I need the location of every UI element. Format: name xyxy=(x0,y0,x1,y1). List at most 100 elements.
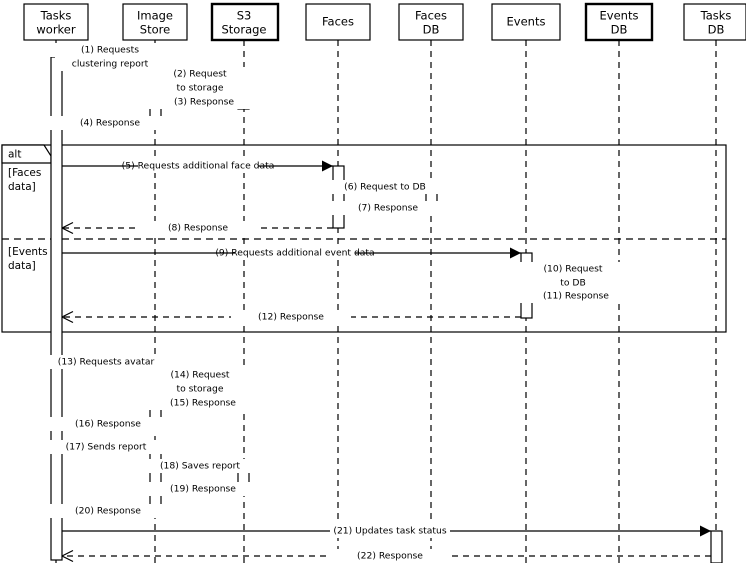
message-label-backdrop xyxy=(330,524,450,538)
arrowhead-open-upper xyxy=(61,549,74,557)
participant-box[interactable] xyxy=(210,2,280,42)
message-label-backdrop xyxy=(46,355,166,369)
participant-label-line1: Events xyxy=(507,15,546,29)
participant-label-line1: Faces xyxy=(415,9,447,23)
message-label-line2: to storage xyxy=(176,384,223,395)
message-label-backdrop xyxy=(328,201,448,215)
message-label-backdrop xyxy=(50,43,170,57)
message-label2-backdrop xyxy=(145,382,255,396)
message-label: (12) Response xyxy=(258,312,324,323)
message-12: (12) Response xyxy=(61,310,521,324)
message-label-backdrop xyxy=(140,67,260,81)
message-label: (21) Updates task status xyxy=(333,526,446,537)
participant-faces[interactable]: Faces xyxy=(305,3,371,41)
message-17: (17) Sends report xyxy=(46,440,166,454)
message-label-backdrop xyxy=(48,504,168,518)
participant-label-line1: S3 xyxy=(237,9,252,23)
participant-label-line2: worker xyxy=(36,23,75,37)
message-label: (19) Response xyxy=(170,484,236,495)
message-2: (2) Request to storage xyxy=(140,67,260,95)
message-label: (2) Request xyxy=(173,69,227,80)
message-label-line2: to storage xyxy=(176,83,223,94)
participant-label-line1: Tasks xyxy=(700,9,732,23)
message-20: (20) Response xyxy=(48,504,168,518)
participant-box[interactable] xyxy=(584,2,654,42)
message-14: (14) Request to storage xyxy=(140,368,260,396)
message-label-backdrop xyxy=(138,159,258,173)
message-18: (18) Saves report xyxy=(140,459,260,473)
message-label: (14) Request xyxy=(170,370,229,381)
arrowhead-open-lower xyxy=(61,227,74,235)
participant-label-line2: Store xyxy=(140,23,170,37)
message-label-backdrop xyxy=(516,289,636,303)
message-label-line2: clustering report xyxy=(72,59,149,70)
message-7: (7) Response xyxy=(328,201,448,215)
message-label: (16) Response xyxy=(75,419,141,430)
message-13: (13) Requests avatar xyxy=(46,355,166,369)
message-21: (21) Updates task status xyxy=(62,524,711,538)
message-label: (17) Sends report xyxy=(66,442,147,453)
message-label2-backdrop xyxy=(518,276,628,290)
message-4: (4) Response xyxy=(50,116,170,130)
arrowhead-filled xyxy=(700,525,711,537)
participant-label-line1: Faces xyxy=(322,15,354,29)
message-8: (8) Response xyxy=(61,221,333,235)
participant-label-line2: Storage xyxy=(222,23,267,37)
arrowhead-open-upper xyxy=(61,221,74,229)
alt-guard-line1: [Faces xyxy=(8,167,41,179)
message-label: (15) Response xyxy=(170,398,236,409)
message-label: (6) Request to DB xyxy=(344,182,426,193)
message-label-backdrop xyxy=(48,417,168,431)
message-6: (6) Request to DB xyxy=(325,180,445,194)
activation-faces-1 xyxy=(332,165,345,229)
activation-tasks-db-1 xyxy=(710,530,723,563)
message-label: (7) Response xyxy=(358,203,418,214)
message-label2-backdrop xyxy=(55,57,165,71)
message-label: (1) Requests xyxy=(81,45,139,56)
participant-box[interactable] xyxy=(398,3,464,41)
message-label-line2: to DB xyxy=(560,278,586,289)
participant-label-line1: Tasks xyxy=(40,9,72,23)
message-label: (22) Response xyxy=(357,551,423,562)
alt-guard-line2: data] xyxy=(8,260,36,272)
message-9: (9) Requests additional event data xyxy=(62,246,521,260)
activation-image-store-3 xyxy=(149,446,162,513)
participant-label-line2: DB xyxy=(423,23,440,37)
arrowhead-open-lower xyxy=(61,555,74,563)
participant-box[interactable] xyxy=(122,3,188,41)
message-11: (11) Response xyxy=(516,289,636,303)
message-22: (22) Response xyxy=(61,549,711,563)
message-label: (5) Requests additional face data xyxy=(122,161,275,172)
message-label-backdrop xyxy=(235,246,355,260)
participant-events[interactable]: Events xyxy=(491,3,561,41)
message-label-backdrop xyxy=(513,262,633,276)
activation-tasks-worker-main xyxy=(50,56,63,561)
participant-box[interactable] xyxy=(305,3,371,41)
alt-fragment-operator: alt xyxy=(8,149,21,161)
message-16: (16) Response xyxy=(48,417,168,431)
message-label-backdrop xyxy=(144,95,264,109)
participant-label-line1: Events xyxy=(600,9,639,23)
message-label-backdrop xyxy=(138,221,258,235)
participant-box[interactable] xyxy=(683,3,746,41)
message-label: (11) Response xyxy=(543,291,609,302)
message-label-backdrop xyxy=(46,440,166,454)
message-label: (18) Saves report xyxy=(160,461,240,472)
participant-box[interactable] xyxy=(23,3,89,41)
message-label-backdrop xyxy=(143,396,263,410)
message-label: (4) Response xyxy=(80,118,140,129)
participant-box[interactable] xyxy=(491,3,561,41)
message-5: (5) Requests additional face data xyxy=(62,159,333,173)
participant-label-line1: Image xyxy=(137,9,173,23)
